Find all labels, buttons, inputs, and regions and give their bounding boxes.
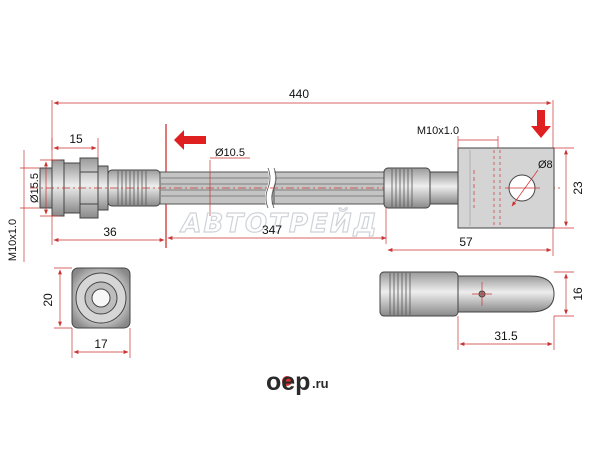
bracket-hole-dimension: Ø8 (511, 159, 553, 207)
left-offset-dimension: 36 (51, 216, 165, 245)
bracket-height-dimension: 23 (554, 147, 585, 229)
left-arrow-icon (174, 130, 206, 150)
hose-diameter-dimension: Ø10.5 (209, 147, 250, 216)
nut-height-label: 20 (41, 293, 55, 307)
watermark-text: АВТОТРЕЙД (179, 207, 378, 239)
overall-length-label: 440 (289, 87, 309, 101)
bracket-length-label: 31.5 (494, 329, 518, 343)
bracket-height-label: 23 (571, 181, 585, 195)
hose-diameter-label: Ø10.5 (215, 147, 245, 159)
left-offset-label: 36 (103, 225, 117, 239)
nut-height-dimension: 20 (41, 267, 72, 329)
hose-length-dimension: 347 (167, 206, 387, 244)
bracket-top-view (379, 271, 555, 317)
right-fitting (383, 147, 555, 229)
right-thread-dimension: M10x1.0 (417, 125, 499, 148)
hose-length-label: 347 (262, 223, 282, 237)
fitting-length-label: 15 (69, 132, 83, 146)
bracket-length-dimension: 31.5 (457, 316, 555, 350)
nut-end-view (71, 267, 131, 329)
right-offset-dimension: 57 (387, 228, 554, 256)
right-arrow-icon (531, 110, 551, 138)
bracket-hole-label: Ø8 (538, 159, 553, 171)
fitting-length-dimension: 15 (51, 132, 99, 160)
right-thread-label: M10x1.0 (417, 125, 459, 137)
oep-logo: oep .ru (266, 368, 329, 396)
overall-dimension: 440 (51, 87, 554, 150)
left-thread-dimension: M10x1.0 (7, 150, 40, 262)
bracket-thickness-label: 16 (571, 287, 585, 301)
nut-width-label: 17 (94, 337, 108, 351)
left-thread-label: M10x1.0 (7, 219, 19, 261)
nut-width-dimension: 17 (71, 328, 131, 358)
right-offset-label: 57 (459, 235, 473, 249)
logo-tld: .ru (312, 376, 329, 391)
logo-name: oep (266, 368, 310, 396)
bracket-thickness-dimension: 16 (554, 271, 585, 317)
